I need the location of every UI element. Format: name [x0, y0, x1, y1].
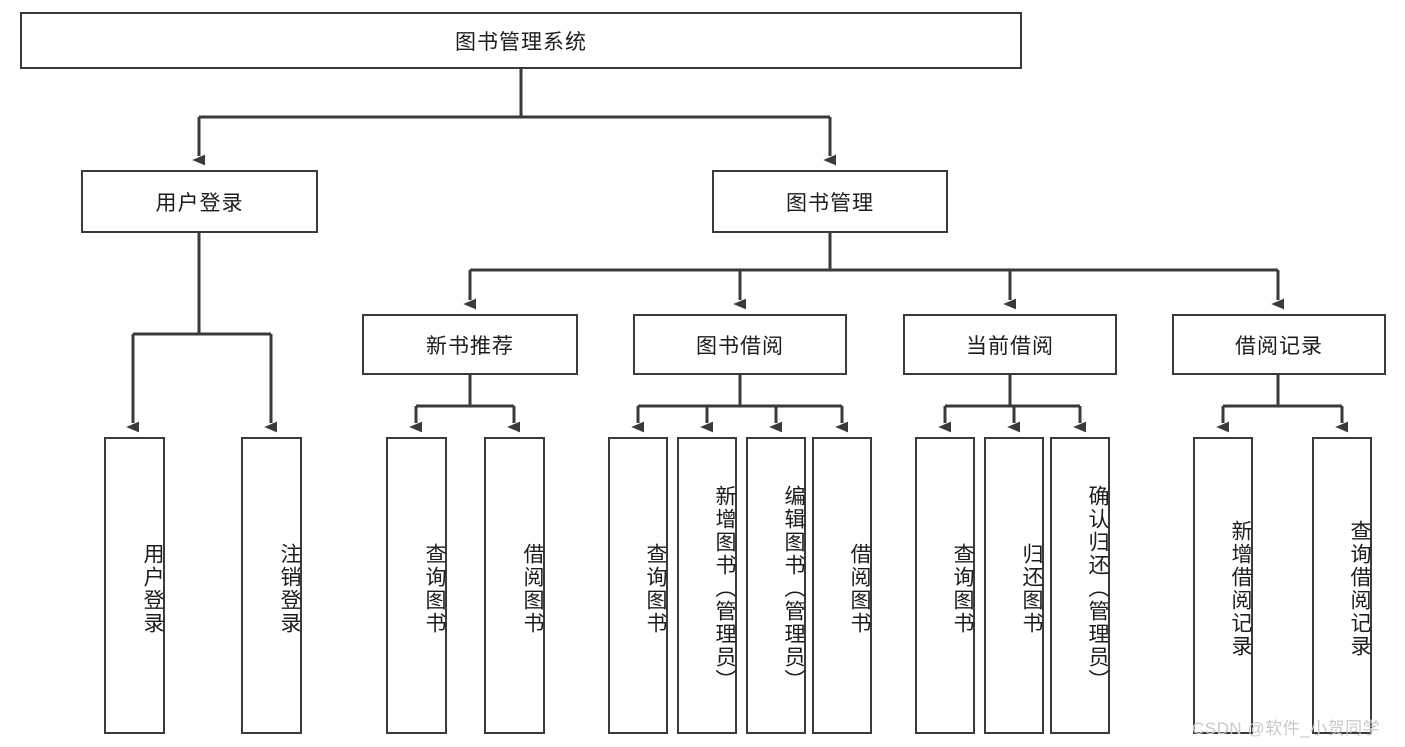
node-borrow-record[interactable]: 借阅记录	[1172, 314, 1386, 375]
node-leaf-query-book-1-label: 查询图书	[423, 542, 446, 635]
node-leaf-query-book-2[interactable]: 查询图书	[608, 437, 668, 734]
node-new-book-recommend-label: 新书推荐	[426, 334, 514, 358]
node-leaf-confirm-return[interactable]: 确认归还（管理员）	[1050, 437, 1110, 734]
node-book-borrow-label: 图书借阅	[696, 334, 784, 358]
node-leaf-add-book[interactable]: 新增图书（管理员）	[677, 437, 737, 734]
node-leaf-add-book-label: 新增图书（管理员）	[713, 485, 736, 692]
node-book-borrow[interactable]: 图书借阅	[633, 314, 847, 375]
node-leaf-borrow-book-1[interactable]: 借阅图书	[484, 437, 545, 734]
node-current-borrow-label: 当前借阅	[966, 334, 1054, 358]
node-leaf-add-record[interactable]: 新增借阅记录	[1193, 437, 1253, 734]
node-leaf-edit-book[interactable]: 编辑图书（管理员）	[746, 437, 806, 734]
node-leaf-logout[interactable]: 注销登录	[241, 437, 302, 734]
node-leaf-query-record-label: 查询借阅记录	[1348, 519, 1371, 658]
node-leaf-user-login[interactable]: 用户登录	[104, 437, 165, 734]
node-leaf-borrow-book-1-label: 借阅图书	[521, 542, 544, 635]
node-leaf-add-record-label: 新增借阅记录	[1229, 519, 1252, 658]
node-book-management[interactable]: 图书管理	[712, 170, 948, 233]
node-leaf-confirm-return-label: 确认归还（管理员）	[1086, 485, 1109, 692]
node-leaf-borrow-book-2[interactable]: 借阅图书	[812, 437, 872, 734]
node-book-management-label: 图书管理	[786, 191, 874, 215]
node-user-login-label: 用户登录	[155, 191, 244, 215]
node-new-book-recommend[interactable]: 新书推荐	[362, 314, 578, 375]
csdn-watermark: CSDN @软件_小贺同学	[1192, 719, 1381, 738]
node-leaf-edit-book-label: 编辑图书（管理员）	[782, 485, 805, 692]
node-root[interactable]: 图书管理系统	[20, 12, 1022, 69]
node-borrow-record-label: 借阅记录	[1235, 334, 1323, 358]
node-leaf-user-login-label: 用户登录	[141, 542, 164, 635]
node-leaf-query-record[interactable]: 查询借阅记录	[1312, 437, 1372, 734]
node-leaf-return-book[interactable]: 归还图书	[984, 437, 1044, 734]
node-leaf-query-book-3-label: 查询图书	[951, 542, 974, 635]
node-leaf-query-book-2-label: 查询图书	[644, 542, 667, 635]
node-leaf-query-book-1[interactable]: 查询图书	[386, 437, 447, 734]
node-leaf-borrow-book-2-label: 借阅图书	[848, 542, 871, 635]
node-current-borrow[interactable]: 当前借阅	[903, 314, 1117, 375]
node-leaf-logout-label: 注销登录	[278, 542, 301, 635]
node-leaf-return-book-label: 归还图书	[1020, 542, 1043, 635]
node-leaf-query-book-3[interactable]: 查询图书	[915, 437, 975, 734]
node-user-login[interactable]: 用户登录	[81, 170, 318, 233]
node-root-label: 图书管理系统	[455, 30, 587, 54]
